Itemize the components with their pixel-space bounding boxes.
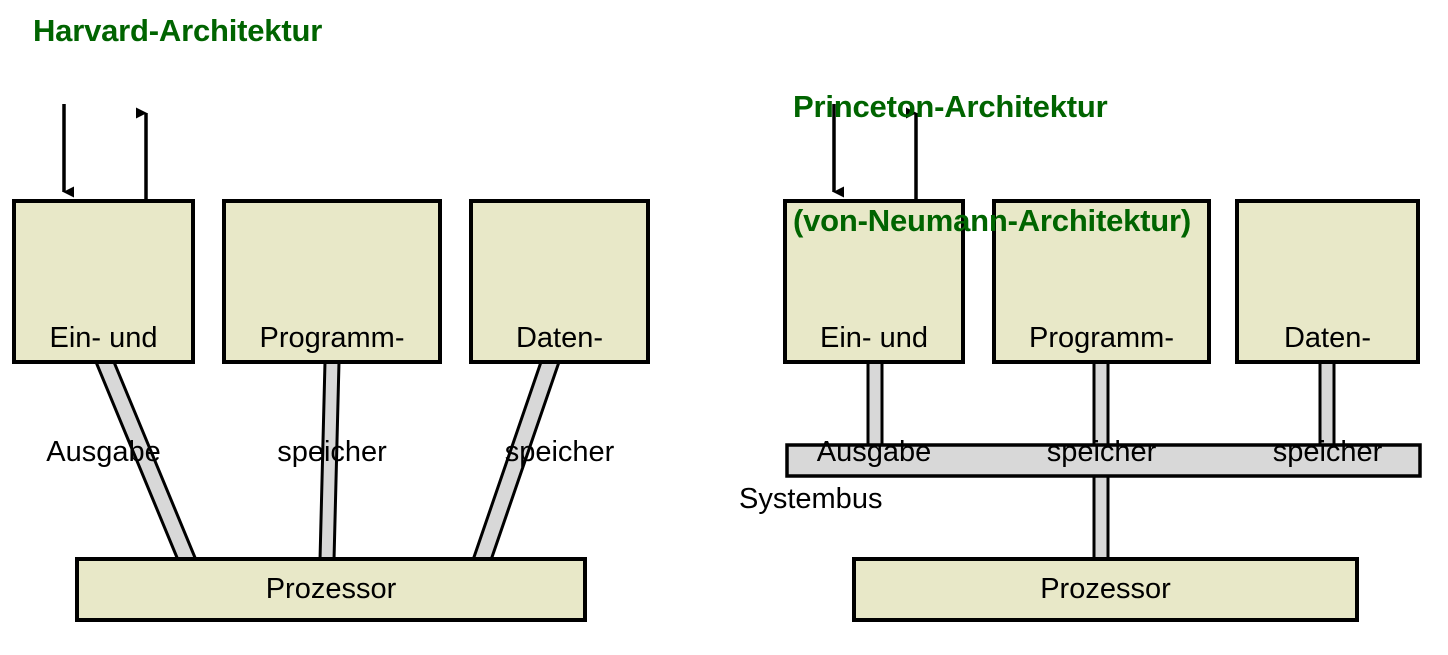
left-box-data-memory — [469, 199, 650, 364]
left-connector-io-processor — [93, 360, 199, 562]
right-system-bus-bar — [785, 443, 1422, 478]
left-diagram-title: Harvard-Architektur — [33, 13, 323, 48]
right-connector-io-bus — [866, 359, 884, 449]
left-box-io — [12, 199, 195, 364]
right-connector-program-bus — [1092, 359, 1110, 449]
right-box-data-memory — [1235, 199, 1420, 364]
right-diagram-title-line2: (von-Neumann-Architektur) — [793, 203, 1192, 238]
right-connector-data-bus — [1318, 359, 1336, 449]
right-box-io — [783, 199, 965, 364]
left-connector-data-processor — [470, 360, 562, 562]
right-box-program-memory — [992, 199, 1211, 364]
left-box-processor — [75, 557, 587, 622]
left-connector-program-processor — [318, 360, 341, 562]
right-diagram-title-line1: Princeton-Architektur — [793, 89, 1108, 124]
right-connector-bus-processor — [1092, 472, 1110, 564]
left-box-program-memory — [222, 199, 442, 364]
right-box-processor — [852, 557, 1359, 622]
right-diagram-title: Princeton-Architektur (von-Neumann-Archi… — [793, 12, 1191, 316]
right-system-bus-label: Systembus — [739, 483, 883, 515]
